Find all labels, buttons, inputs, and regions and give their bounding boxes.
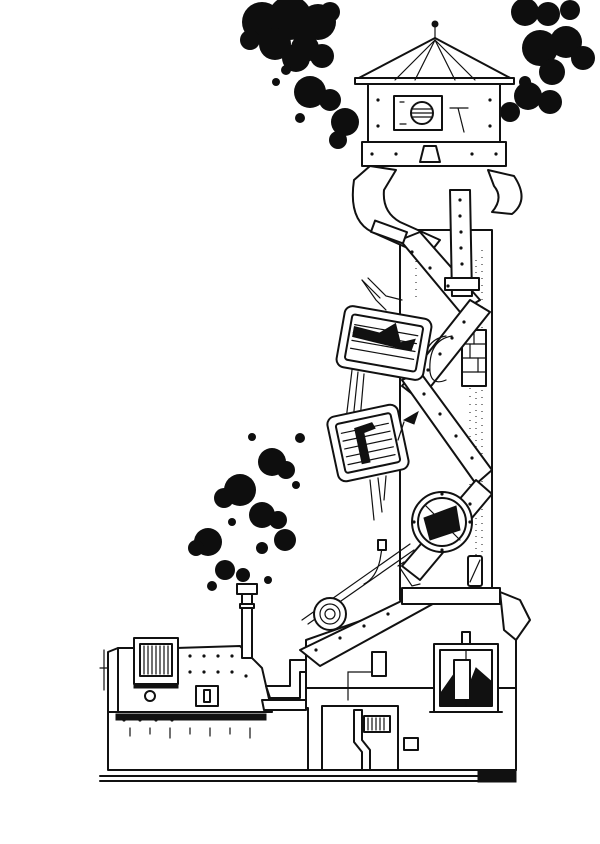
reel-wheel [313,597,347,631]
building-window [429,643,503,713]
roof-finial [431,20,439,28]
engine-knob [144,690,156,702]
engine-chimney [236,583,258,659]
small-sign [403,737,419,751]
smoke-cloud-top-right [500,0,595,122]
gauge-slot [467,555,483,587]
smoke-cloud-top-left [240,0,340,62]
radio-speaker [393,95,443,131]
smoke-clouds-chimney [188,433,305,591]
base-building [299,543,531,771]
smoke-clouds-top [240,0,595,149]
grille-box [133,637,179,689]
meter-box [371,651,387,677]
smoke-cloud-top-mid [272,44,359,149]
hanging-wrench [397,561,421,587]
screen-panel-lower [326,403,419,521]
porthole-window [411,491,473,553]
plug-cable [363,539,387,585]
door-unit [321,705,399,771]
roof [354,37,515,81]
tower-top [354,20,515,167]
ground [99,769,517,783]
engine-block [99,583,309,771]
